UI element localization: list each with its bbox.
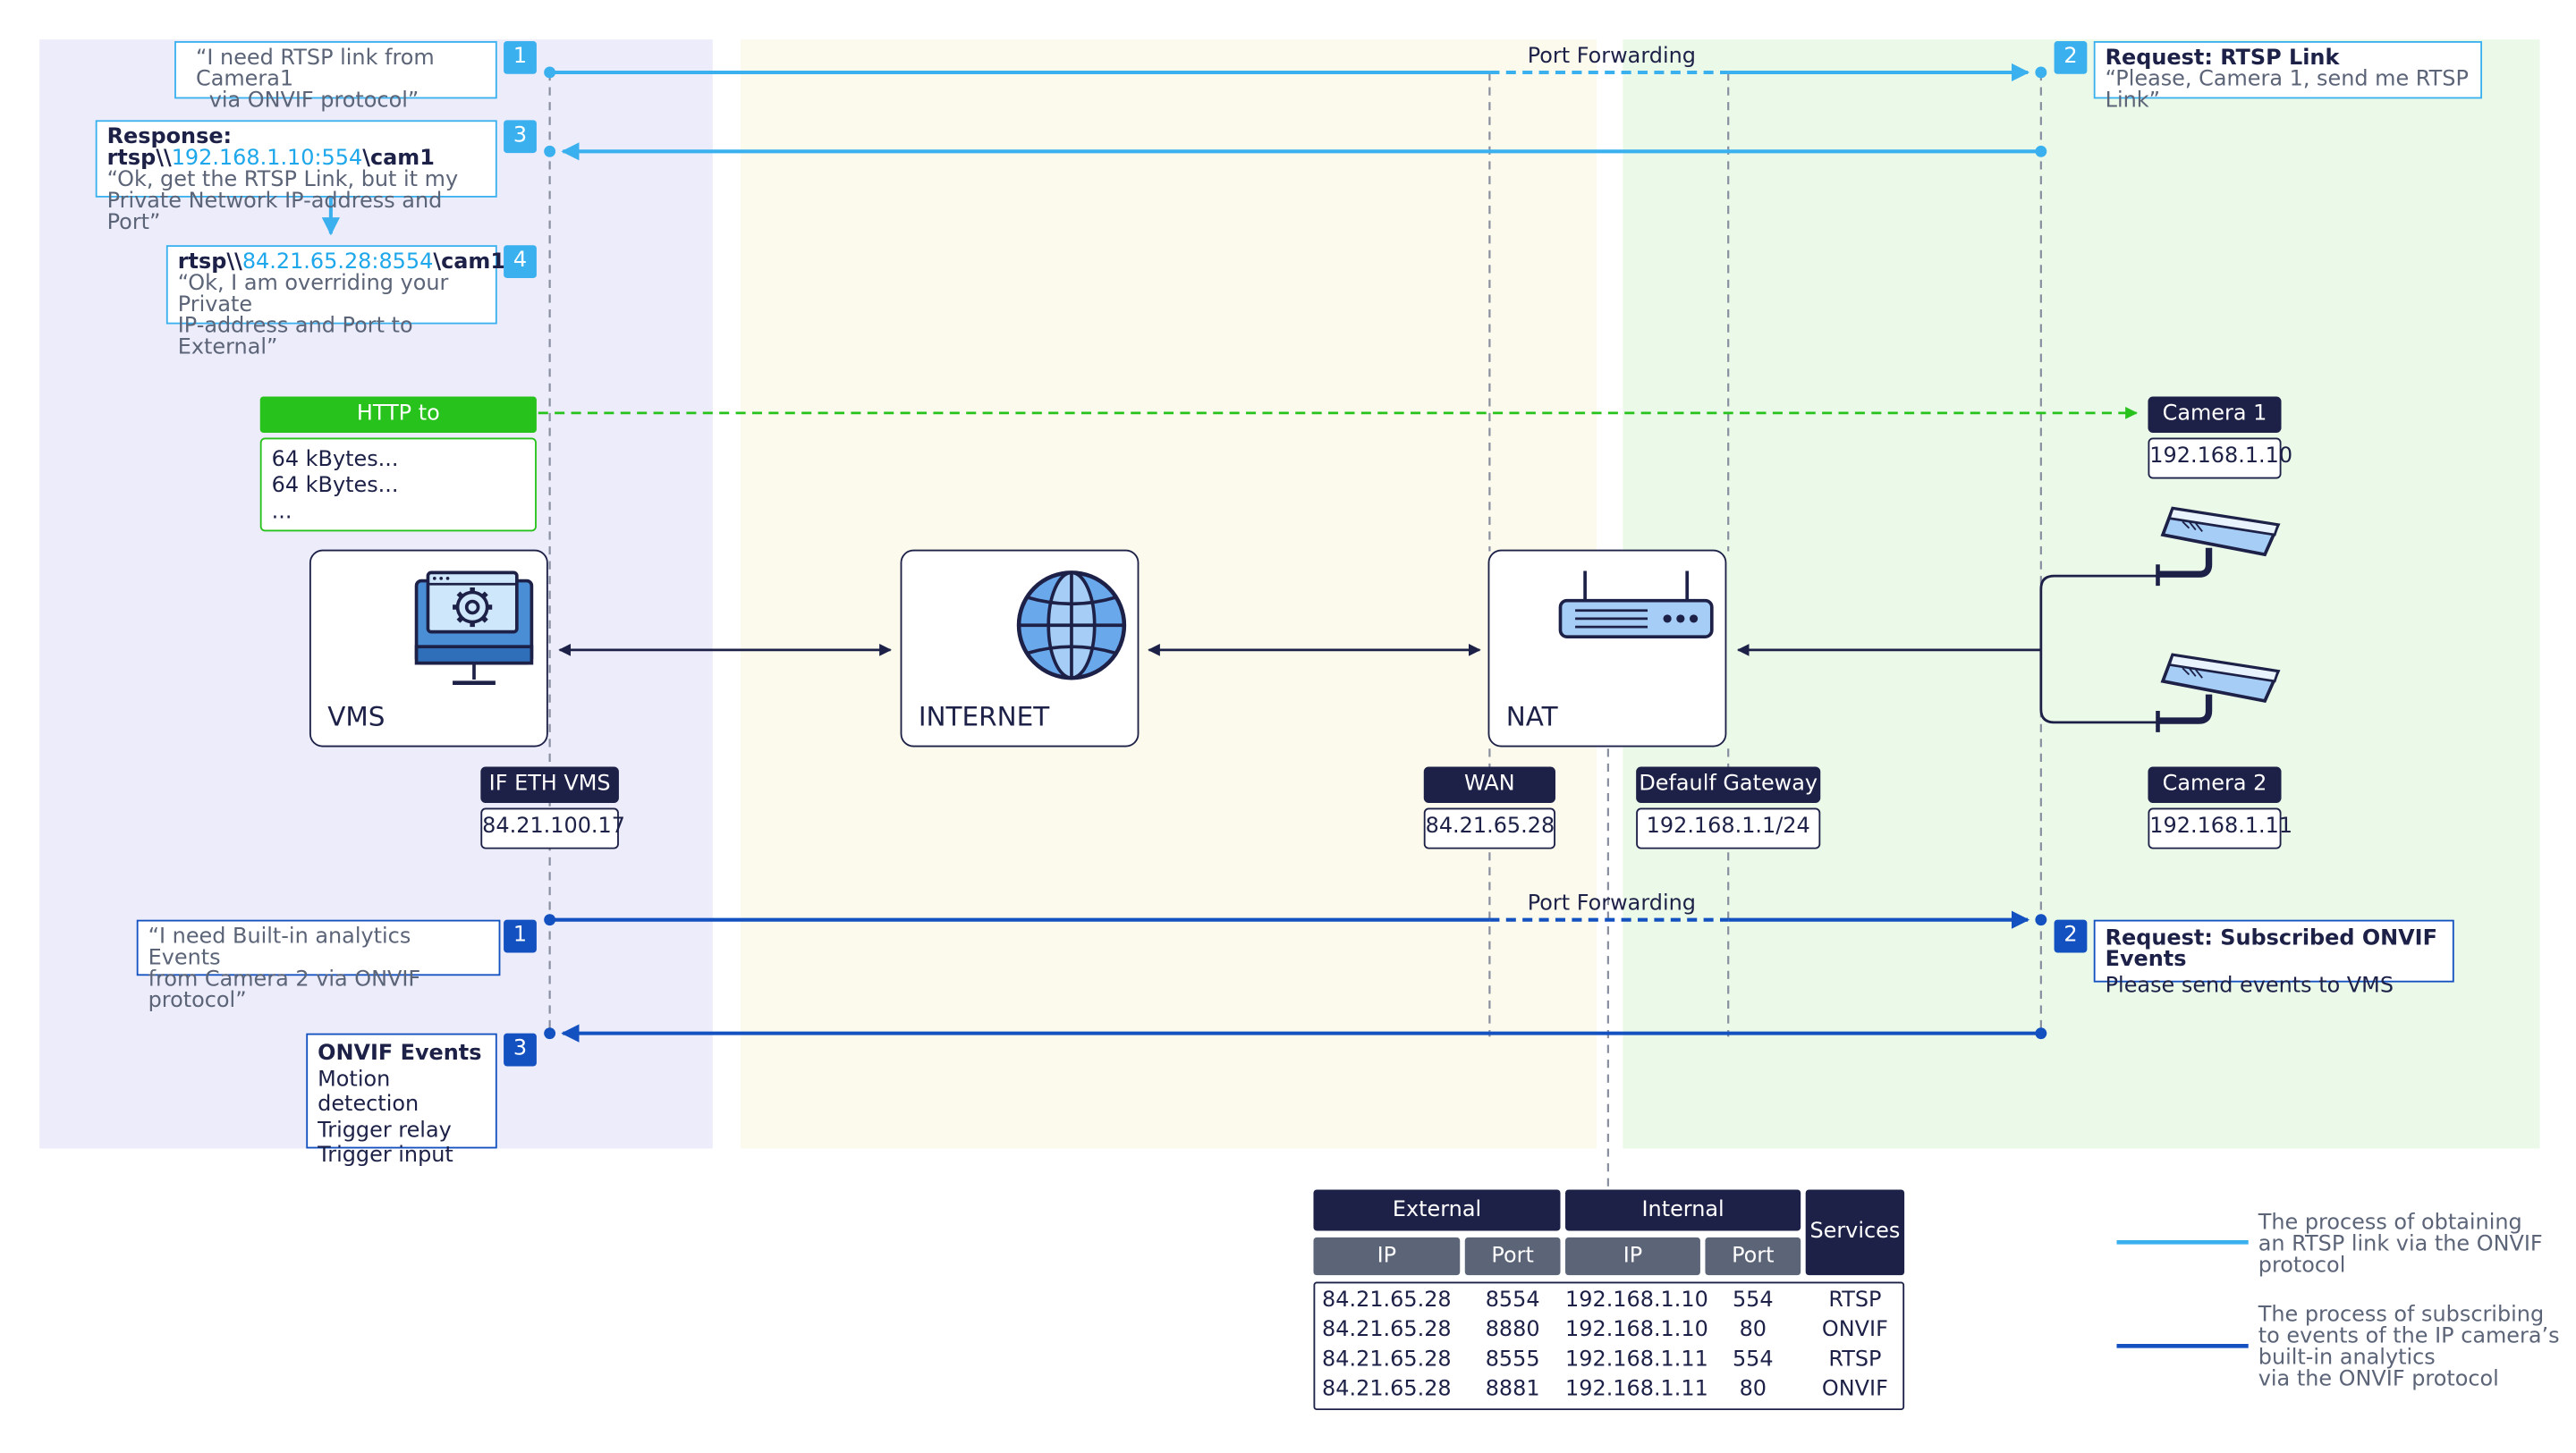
rtsp-override: rtsp\\84.21.65.28:8554\cam1 “Ok, I am ov… xyxy=(165,245,505,359)
vms-label: VMS xyxy=(327,700,386,732)
external-header: External xyxy=(1313,1189,1561,1231)
vms-interface-label: IF ETH VMS xyxy=(480,766,619,804)
table-body xyxy=(1313,1281,1905,1411)
rtsp-request-note: “I need RTSP link from Camera1 via ONVIF… xyxy=(174,41,497,112)
gateway-label: Defaulf Gateway xyxy=(1636,766,1821,804)
vms-interface-ip: 84.21.100.17 xyxy=(480,807,625,849)
table-cell-service: ONVIF xyxy=(1821,1377,1888,1402)
subscribe-dot-start xyxy=(544,914,556,926)
table-cell-int-ip: 192.168.1.11 xyxy=(1565,1377,1708,1402)
wan-ip: 84.21.65.28 xyxy=(1423,807,1555,849)
internet-node[interactable]: INTERNET xyxy=(900,549,1140,748)
step-2-badge: 2 xyxy=(2054,41,2088,74)
events-dot-start xyxy=(2035,1027,2047,1040)
router-icon xyxy=(1558,570,1714,638)
table-cell-ext-port: 8554 xyxy=(1485,1288,1540,1314)
events-dot-end xyxy=(544,1027,556,1040)
table-cell-int-port: 554 xyxy=(1732,1288,1774,1314)
int-ip-header: IP xyxy=(1565,1237,1700,1276)
table-cell-ext-ip: 84.21.65.28 xyxy=(1322,1347,1452,1373)
camera-icon xyxy=(2156,506,2281,587)
stream-line: ... xyxy=(271,500,292,526)
http-label: HTTP to 84.21.65.28:8880 xyxy=(259,396,537,462)
vms-node[interactable]: VMS xyxy=(309,549,548,748)
table-cell-int-port: 80 xyxy=(1739,1377,1767,1402)
stream-line: 64 kBytes... xyxy=(271,473,399,499)
monitor-gear-icon xyxy=(414,570,534,685)
port-forwarding-label-bottom: Port Forwarding xyxy=(1527,891,1696,917)
camera-2-label: Camera 2 xyxy=(2148,766,2282,804)
table-cell-service: RTSP xyxy=(1828,1347,1882,1373)
table-cell-int-port: 80 xyxy=(1739,1318,1767,1343)
nat-node[interactable]: NAT xyxy=(1487,549,1727,748)
internal-header: Internal xyxy=(1565,1189,1801,1231)
gateway-ip: 192.168.1.1/24 xyxy=(1636,807,1821,849)
table-cell-ext-ip: 84.21.65.28 xyxy=(1322,1377,1452,1402)
events-step-2-badge: 2 xyxy=(2054,919,2088,953)
response-dot-start xyxy=(2035,145,2047,157)
step-3-badge: 3 xyxy=(504,120,537,154)
services-header: Services xyxy=(1805,1189,1905,1276)
table-cell-int-ip: 192.168.1.11 xyxy=(1565,1347,1708,1373)
int-port-header: Port xyxy=(1705,1237,1801,1276)
ext-ip-header: IP xyxy=(1313,1237,1461,1276)
event-item: Motion detection xyxy=(318,1067,419,1118)
table-cell-int-ip: 192.168.1.10 xyxy=(1565,1318,1708,1343)
legend-events: The process of subscribing to events of … xyxy=(2258,1303,2560,1392)
legend-rtsp: The process of obtaining an RTSP link vi… xyxy=(2258,1211,2543,1279)
table-cell-ext-port: 8555 xyxy=(1485,1347,1540,1373)
events-request-note: “I need Built-in analytics Events from C… xyxy=(136,919,501,1012)
event-item: Trigger relay xyxy=(318,1118,452,1144)
internet-label: INTERNET xyxy=(918,700,1050,732)
table-cell-ext-port: 8881 xyxy=(1485,1377,1540,1402)
http-stream: 64 kBytes... 64 kBytes... ... xyxy=(259,437,537,532)
events-step-1-badge: 1 xyxy=(504,919,537,953)
subscribe-dot-end xyxy=(2035,914,2047,926)
step-1-badge: 1 xyxy=(504,41,537,74)
table-cell-int-ip: 192.168.1.10 xyxy=(1565,1288,1708,1314)
table-cell-service: RTSP xyxy=(1828,1288,1882,1314)
rtsp-link-request: Request: RTSP Link “Please, Camera 1, se… xyxy=(2093,41,2483,112)
events-step-3-badge: 3 xyxy=(504,1033,537,1067)
events-subscribe-request: Request: Subscribed ONVIF Events Please … xyxy=(2093,919,2454,997)
nat-label: NAT xyxy=(1505,700,1558,732)
port-forwarding-label-top: Port Forwarding xyxy=(1527,44,1696,70)
camera-1-ip: 192.168.1.10 xyxy=(2148,437,2292,479)
table-cell-int-port: 554 xyxy=(1732,1347,1774,1373)
event-item: Trigger input xyxy=(318,1143,453,1169)
ext-port-header: Port xyxy=(1464,1237,1561,1276)
table-cell-service: ONVIF xyxy=(1821,1318,1888,1343)
globe-icon xyxy=(1016,570,1127,680)
camera-1-label: Camera 1 xyxy=(2148,396,2282,433)
camera-2-ip: 192.168.1.11 xyxy=(2148,807,2292,849)
camera-bus xyxy=(2039,574,2157,724)
table-cell-ext-ip: 84.21.65.28 xyxy=(1322,1318,1452,1343)
request-dot-start xyxy=(544,66,556,79)
rtsp-response: Response: rtsp\\192.168.1.10:554\cam1 “O… xyxy=(95,120,497,233)
internet-zone xyxy=(741,39,1597,1149)
step-4-badge: 4 xyxy=(504,245,537,278)
stream-line: 64 kBytes... xyxy=(271,447,399,473)
onvif-events-list: ONVIF Events Motion detection Trigger re… xyxy=(306,1033,497,1169)
request-dot-end xyxy=(2035,66,2047,79)
camera-icon xyxy=(2156,653,2281,732)
table-cell-ext-port: 8880 xyxy=(1485,1318,1540,1343)
response-dot-end xyxy=(544,145,556,157)
table-cell-ext-ip: 84.21.65.28 xyxy=(1322,1288,1452,1314)
wan-label: WAN xyxy=(1423,766,1555,804)
